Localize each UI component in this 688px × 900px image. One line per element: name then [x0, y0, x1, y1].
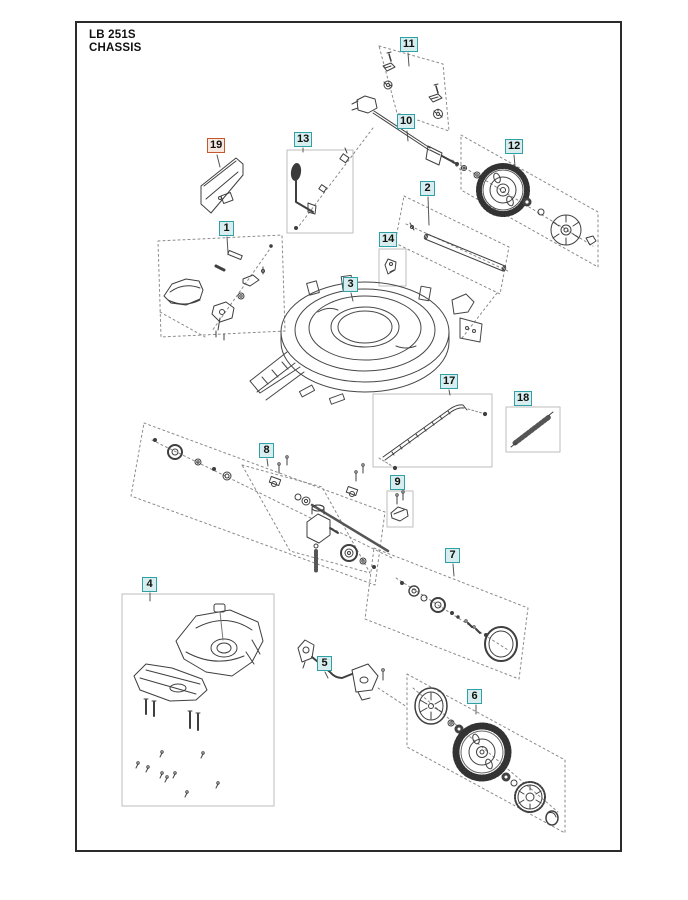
part-6-wheel-drawing: [414, 687, 559, 826]
part-18-spring-drawing: [510, 411, 554, 448]
callout-1[interactable]: 1: [219, 221, 234, 236]
part-9-bracket-drawing: [390, 490, 409, 522]
section-name: CHASSIS: [89, 42, 142, 54]
page-title: LB 251S CHASSIS: [89, 29, 142, 55]
part-12-wheel-drawing: [461, 163, 597, 246]
callout-12[interactable]: 12: [505, 139, 524, 154]
part-1-cover-drawing: [163, 244, 273, 341]
part-19-guard-drawing: [200, 157, 244, 214]
callout-10[interactable]: 10: [397, 114, 416, 129]
callout-4[interactable]: 4: [142, 577, 157, 592]
callout-8[interactable]: 8: [259, 443, 274, 458]
group-outline-regions: [130, 45, 599, 834]
callout-11[interactable]: 11: [400, 37, 418, 52]
callout-9[interactable]: 9: [390, 475, 405, 490]
part-10-rod-drawing: [351, 95, 459, 166]
part-14-clip-drawing: [384, 258, 397, 275]
callout-7[interactable]: 7: [445, 548, 460, 563]
callout-3[interactable]: 3: [343, 277, 358, 292]
part-2-axle-drawing: [409, 222, 507, 272]
part-17-rod-drawing: [378, 404, 488, 471]
callout-18[interactable]: 18: [514, 391, 533, 406]
detail-boxes: [121, 149, 561, 807]
part-3-deck-drawing: [249, 274, 483, 405]
part-5-arm-drawing: [297, 639, 385, 701]
callout-14[interactable]: 14: [379, 232, 398, 247]
part-4-loose-screws: [135, 750, 220, 798]
callout-6[interactable]: 6: [467, 689, 482, 704]
part-11-clips-drawing: [382, 51, 443, 119]
callout-5[interactable]: 5: [317, 656, 332, 671]
callout-leader-lines: [149, 52, 516, 715]
part-13-knob-drawing: [290, 147, 350, 230]
model-code: LB 251S: [89, 29, 136, 41]
diagram-frame: [75, 21, 622, 852]
callout-13[interactable]: 13: [294, 132, 313, 147]
part-4-housing-drawing: [133, 603, 264, 798]
callout-2[interactable]: 2: [420, 181, 435, 196]
assembly-axis-lines: [151, 127, 594, 813]
part-7-hardware-drawing: [400, 581, 518, 662]
callout-17[interactable]: 17: [440, 374, 459, 389]
callout-19[interactable]: 19: [207, 138, 226, 153]
part-8-transmission-drawing: [153, 438, 390, 573]
